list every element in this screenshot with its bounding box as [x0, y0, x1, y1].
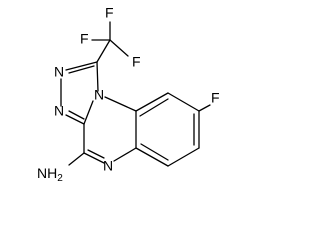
- bond-c-f3: [109, 39, 129, 57]
- bond-n10-c1: [96, 61, 99, 92]
- atom-n-triazole-upper: N: [54, 64, 64, 80]
- bond-cf3-c1: [96, 39, 111, 63]
- bond-c9-c8: [167, 92, 200, 112]
- atom-f-cf3-top: F: [105, 5, 114, 21]
- bond-c1-n2-double: [68, 65, 95, 74]
- bond-c4-n5-double: [87, 149, 105, 159]
- atom-n-quinoxaline: N: [103, 158, 113, 174]
- bond-c9a-c9: [135, 92, 169, 112]
- chemical-structure: F F F N N N N F NH2: [37, 5, 220, 184]
- atom-n-bridgehead: N: [94, 87, 104, 103]
- bond-lines: [60, 21, 211, 167]
- atom-nh2: NH2: [37, 165, 63, 184]
- bond-n3-c3a: [65, 114, 85, 125]
- atom-nh2-symbol: NH: [37, 165, 57, 181]
- bond-c4-nh2: [68, 152, 85, 166]
- bond-c3a-n10: [83, 100, 94, 125]
- atom-f-cf3-right: F: [132, 54, 141, 70]
- bond-c1-n2: [65, 61, 98, 71]
- bond-c6-c5a: [135, 147, 169, 167]
- atom-nh2-subscript: 2: [57, 173, 63, 184]
- bond-n3-c3a-double: [68, 110, 85, 120]
- atom-n-triazole-lower: N: [54, 103, 64, 119]
- bond-c9a-n10: [104, 96, 137, 112]
- bond-c8-f: [198, 104, 211, 112]
- bond-c6-c5a-double: [140, 143, 169, 161]
- atom-f-ring: F: [211, 90, 220, 106]
- bond-c9a-c9-double: [139, 98, 169, 117]
- bond-n5-c5a: [113, 147, 137, 162]
- atom-labels: F F F N N N N F NH2: [37, 5, 220, 184]
- bond-c4-n5: [83, 152, 105, 164]
- bond-c7-c6: [167, 147, 200, 167]
- atom-f-cf3-left: F: [80, 31, 89, 47]
